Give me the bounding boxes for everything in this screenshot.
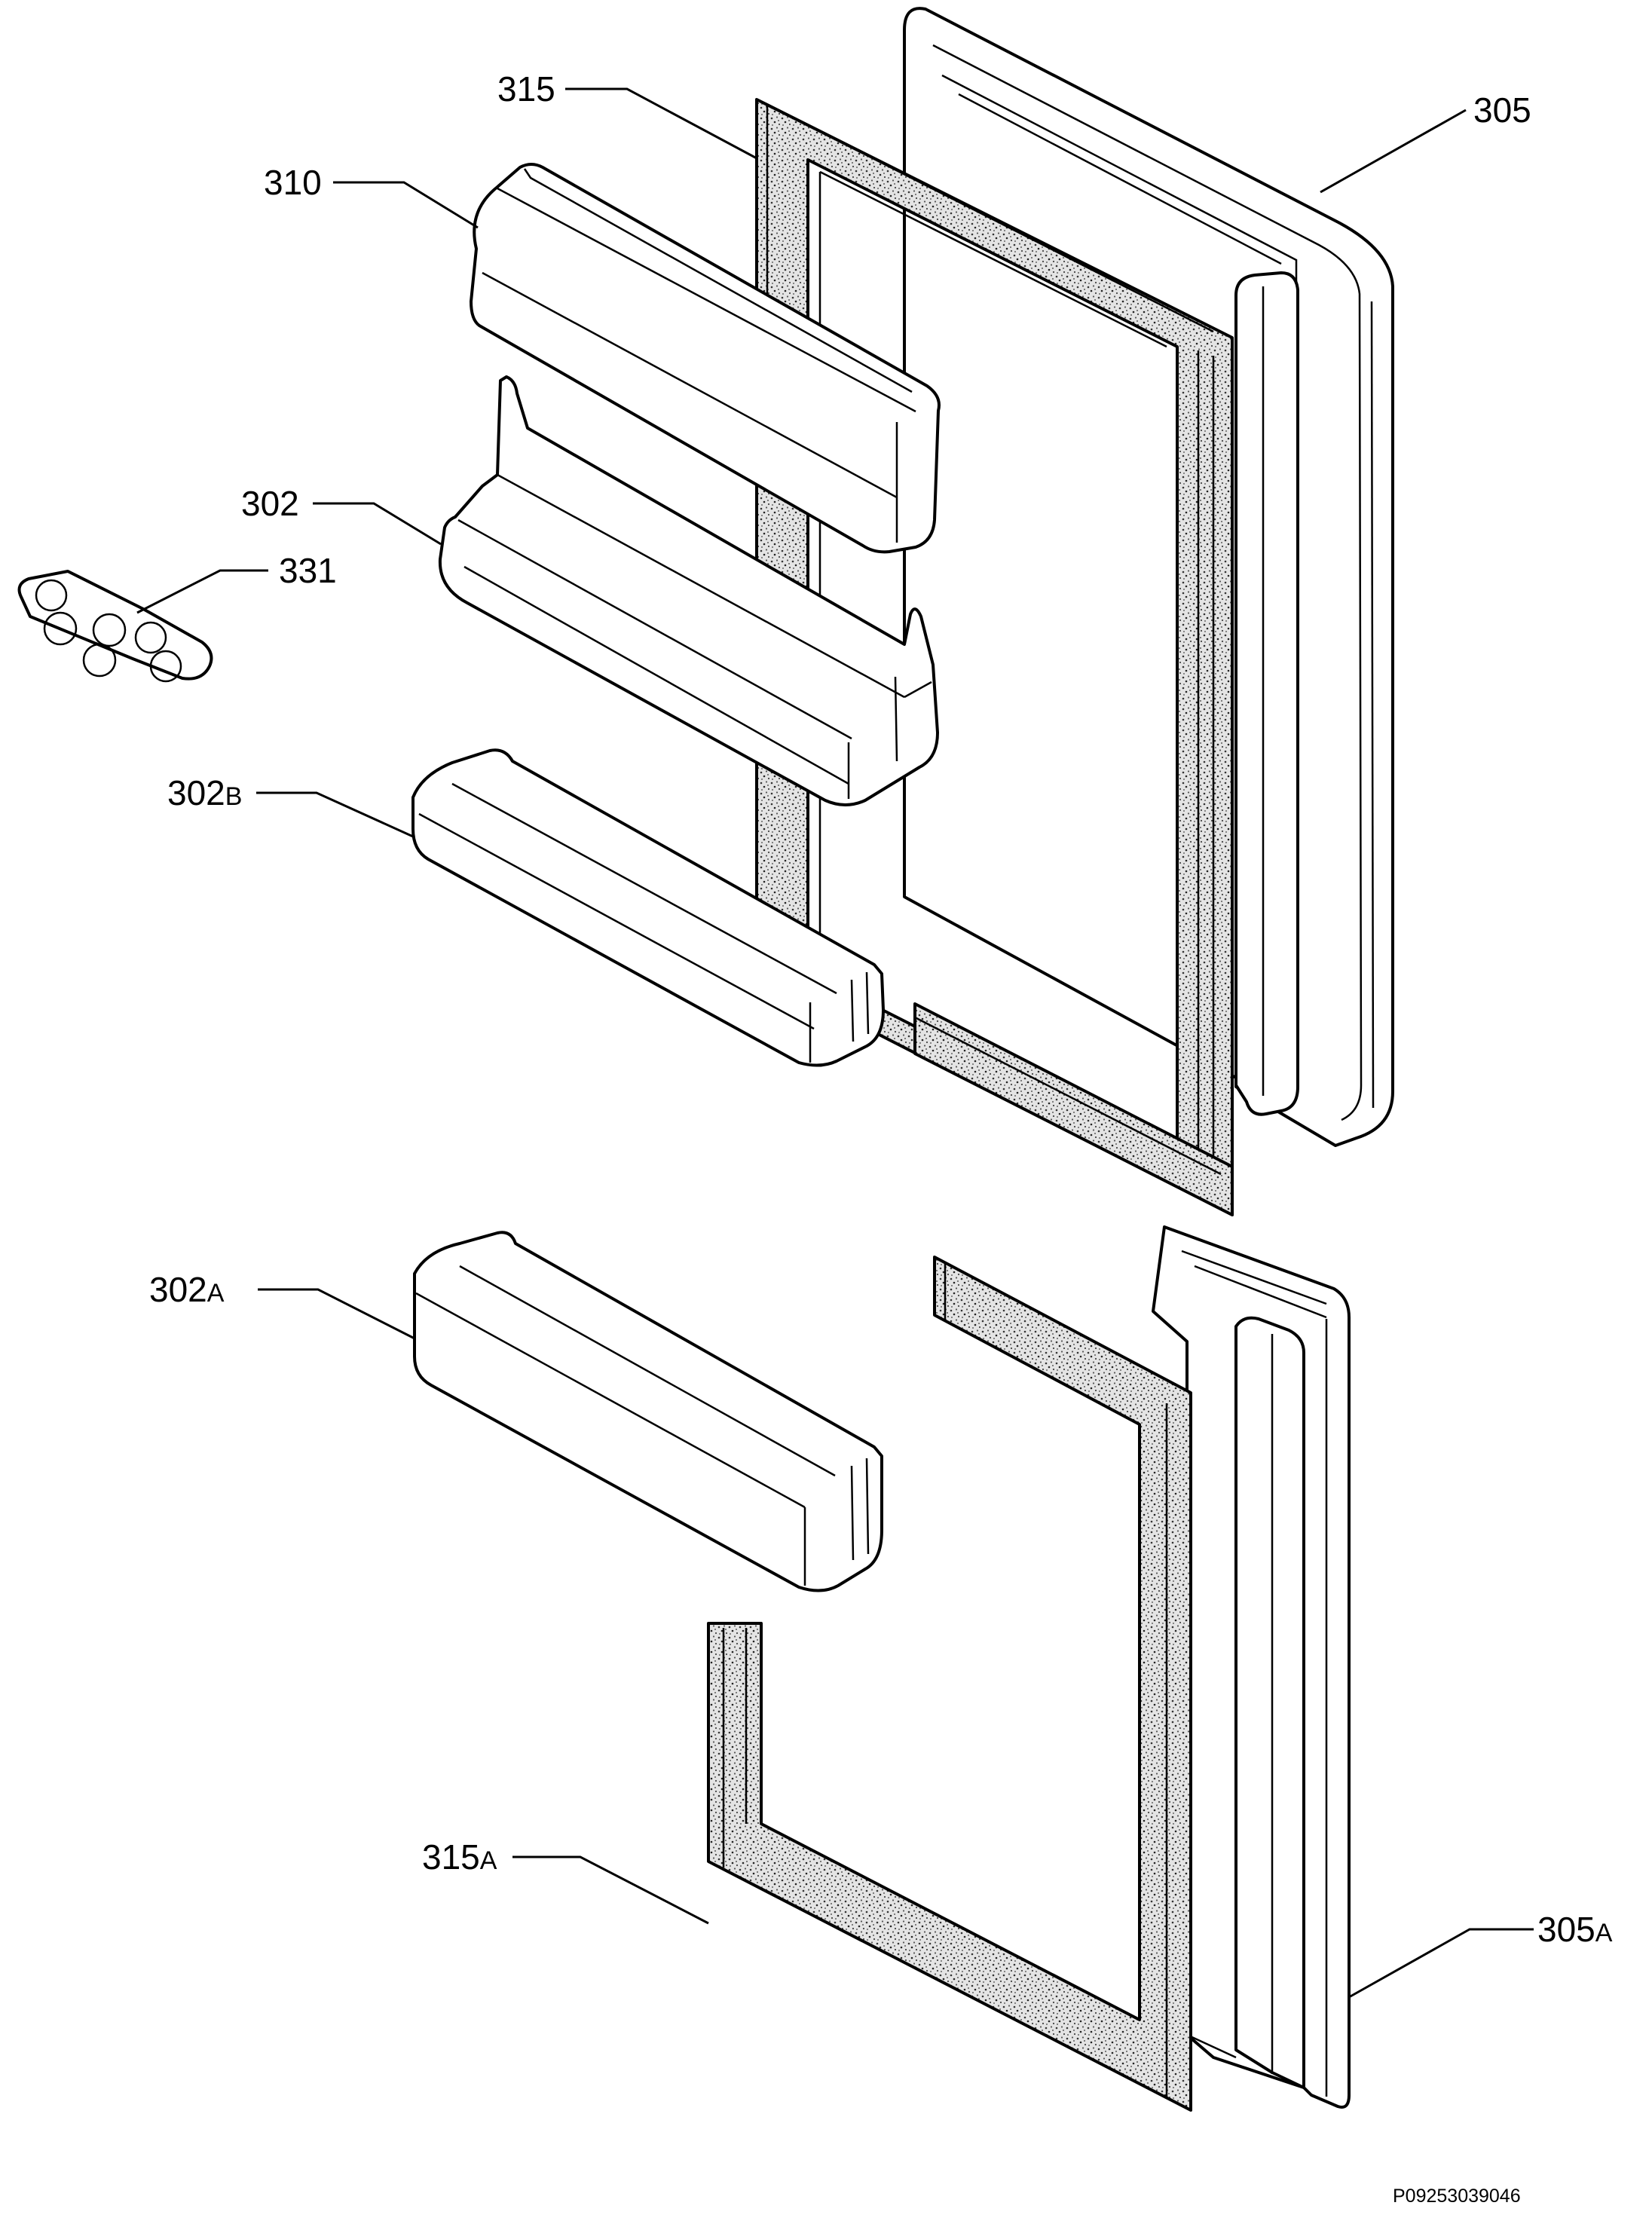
callout-305a-number: 305	[1537, 1910, 1595, 1949]
callout-305a: 305A	[1537, 1910, 1613, 1949]
upper-gasket-lower-segment	[913, 1002, 1234, 1216]
callout-302b: 302B	[167, 773, 242, 812]
lower-gasket	[707, 1256, 1192, 2112]
callout-302: 302	[241, 484, 299, 523]
bottle-shelf-b	[411, 748, 885, 1067]
callout-331: 331	[279, 551, 337, 590]
leader-lines	[136, 87, 1534, 1999]
covered-shelf	[470, 163, 941, 554]
callout-310: 310	[264, 163, 322, 202]
callout-305a-suffix: A	[1595, 1919, 1613, 1947]
diagram-code: P09253039046	[1393, 2186, 1521, 2207]
egg-tray	[17, 570, 213, 683]
lower-door-panel	[1152, 1225, 1351, 2109]
callout-302a: 302A	[149, 1270, 225, 1309]
deep-bin	[438, 375, 939, 806]
callout-315a-number: 315	[422, 1837, 480, 1877]
upper-door-panel	[903, 7, 1394, 1147]
callout-302a-suffix: A	[207, 1279, 225, 1308]
callout-305: 305	[1473, 90, 1531, 130]
callout-302a-number: 302	[149, 1270, 207, 1309]
callout-315a: 315A	[422, 1837, 497, 1877]
callout-302b-number: 302	[167, 773, 225, 812]
callout-302b-suffix: B	[225, 782, 243, 811]
bottle-shelf-a	[413, 1231, 883, 1592]
callout-315: 315	[497, 69, 555, 109]
callout-315a-suffix: A	[480, 1846, 497, 1875]
